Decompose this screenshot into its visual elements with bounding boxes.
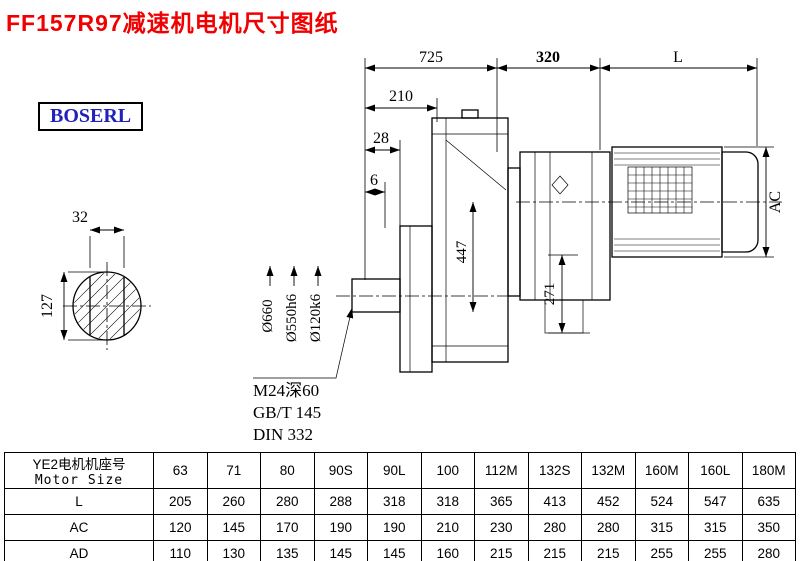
dim-127: 127 bbox=[39, 294, 56, 318]
dim-660: Ø660 bbox=[260, 299, 276, 332]
frame-size-col-header: 90L bbox=[367, 452, 422, 489]
dimension-value-cell: 145 bbox=[206, 514, 261, 541]
frame-size-col-header: 160L bbox=[688, 452, 743, 489]
dimension-value-cell: 210 bbox=[420, 514, 475, 541]
row-label: L bbox=[4, 488, 154, 515]
dimension-value-cell: 160 bbox=[420, 540, 475, 561]
dimension-value-cell: 215 bbox=[581, 540, 636, 561]
dimension-value-cell: 130 bbox=[206, 540, 261, 561]
motor-fins bbox=[614, 152, 720, 252]
dimension-value-cell: 205 bbox=[153, 488, 208, 515]
page-title: FF157R97减速机电机尺寸图纸 bbox=[6, 10, 339, 36]
technical-drawing: 32 127 725 320 L 210 28 bbox=[39, 49, 784, 444]
mounting-flange bbox=[399, 225, 433, 373]
note-gbt145: GB/T 145 bbox=[253, 403, 321, 422]
frame-size-col-header: 180M bbox=[741, 452, 796, 489]
dimension-value-cell: 215 bbox=[474, 540, 529, 561]
gear-housing bbox=[431, 117, 509, 363]
dimension-value-cell: 120 bbox=[153, 514, 208, 541]
diameter-callouts: Ø660 Ø550h6 Ø120k6 bbox=[260, 266, 324, 342]
dimension-value-cell: 318 bbox=[420, 488, 475, 515]
boserl-logo: BOSERL bbox=[38, 102, 144, 131]
dim-120k6: Ø120k6 bbox=[308, 293, 324, 342]
dimension-value-cell: 452 bbox=[581, 488, 636, 515]
terminal-box bbox=[627, 166, 693, 214]
dim-6: 6 bbox=[370, 172, 378, 189]
dimension-value-cell: 110 bbox=[153, 540, 208, 561]
motor-size-header-en: Motor Size bbox=[34, 473, 124, 488]
dimension-value-cell: 318 bbox=[367, 488, 422, 515]
dimension-value-cell: 170 bbox=[260, 514, 315, 541]
dimension-value-cell: 145 bbox=[313, 540, 368, 561]
dim-320: 320 bbox=[536, 49, 560, 66]
dim-210: 210 bbox=[389, 88, 413, 105]
frame-size-col-header: 63 bbox=[153, 452, 208, 489]
dimension-value-cell: 350 bbox=[741, 514, 796, 541]
row-label: AD bbox=[4, 540, 154, 561]
frame-size-col-header: 132S bbox=[527, 452, 582, 489]
dim-271: 271 bbox=[542, 283, 558, 306]
dimension-value-cell: 413 bbox=[527, 488, 582, 515]
dim-550h6: Ø550h6 bbox=[284, 293, 300, 342]
input-adapter bbox=[519, 151, 611, 301]
shaft-end-view: 32 127 bbox=[39, 209, 151, 350]
frame-size-col-header: 90S bbox=[313, 452, 368, 489]
dimension-value-cell: 255 bbox=[634, 540, 689, 561]
frame-size-col-header: 132M bbox=[581, 452, 636, 489]
frame-size-col-header: 71 bbox=[206, 452, 261, 489]
motor-size-header-cn: YE2电机机座号 bbox=[32, 457, 126, 472]
dimension-value-cell: 365 bbox=[474, 488, 529, 515]
dimension-value-cell: 315 bbox=[634, 514, 689, 541]
dimension-value-cell: 190 bbox=[367, 514, 422, 541]
lifting-plug bbox=[461, 109, 479, 119]
inspection-plug bbox=[551, 175, 569, 195]
dim-32: 32 bbox=[72, 209, 88, 226]
frame-size-col-header: 100 bbox=[420, 452, 475, 489]
thread-notes: M24深60 GB/T 145 DIN 332 bbox=[253, 307, 354, 444]
frame-size-col-header: 160M bbox=[634, 452, 689, 489]
dim-L: L bbox=[673, 49, 683, 66]
dimension-value-cell: 135 bbox=[260, 540, 315, 561]
dimension-value-cell: 190 bbox=[313, 514, 368, 541]
dimension-value-cell: 260 bbox=[206, 488, 261, 515]
dimension-value-cell: 230 bbox=[474, 514, 529, 541]
dim-28: 28 bbox=[373, 130, 389, 147]
dimension-value-cell: 255 bbox=[688, 540, 743, 561]
dimension-value-cell: 280 bbox=[260, 488, 315, 515]
dimension-value-cell: 145 bbox=[367, 540, 422, 561]
row-label: AC bbox=[4, 514, 154, 541]
dimension-value-cell: 280 bbox=[527, 514, 582, 541]
dimension-value-cell: 547 bbox=[688, 488, 743, 515]
dimension-value-cell: 280 bbox=[581, 514, 636, 541]
dimension-value-cell: 315 bbox=[688, 514, 743, 541]
dimension-value-cell: 215 bbox=[527, 540, 582, 561]
dim-AC: AC bbox=[767, 191, 784, 213]
logo-text: BOSERL bbox=[50, 105, 132, 127]
output-shaft bbox=[351, 278, 401, 313]
top-dimensions: 725 320 L 210 28 6 bbox=[364, 49, 758, 280]
note-m24: M24深60 bbox=[253, 381, 319, 400]
note-din332: DIN 332 bbox=[253, 425, 313, 444]
dimension-value-cell: 524 bbox=[634, 488, 689, 515]
dim-725: 725 bbox=[419, 49, 443, 66]
fan-cover bbox=[721, 151, 759, 253]
vertical-dimensions: 447 271 AC bbox=[454, 146, 784, 334]
frame-size-col-header: 80 bbox=[260, 452, 315, 489]
dim-447: 447 bbox=[454, 240, 470, 263]
adapter-step bbox=[507, 167, 521, 297]
dimension-value-cell: 288 bbox=[313, 488, 368, 515]
frame-size-col-header: 112M bbox=[474, 452, 529, 489]
dimension-value-cell: 635 bbox=[741, 488, 796, 515]
dimension-value-cell: 280 bbox=[741, 540, 796, 561]
